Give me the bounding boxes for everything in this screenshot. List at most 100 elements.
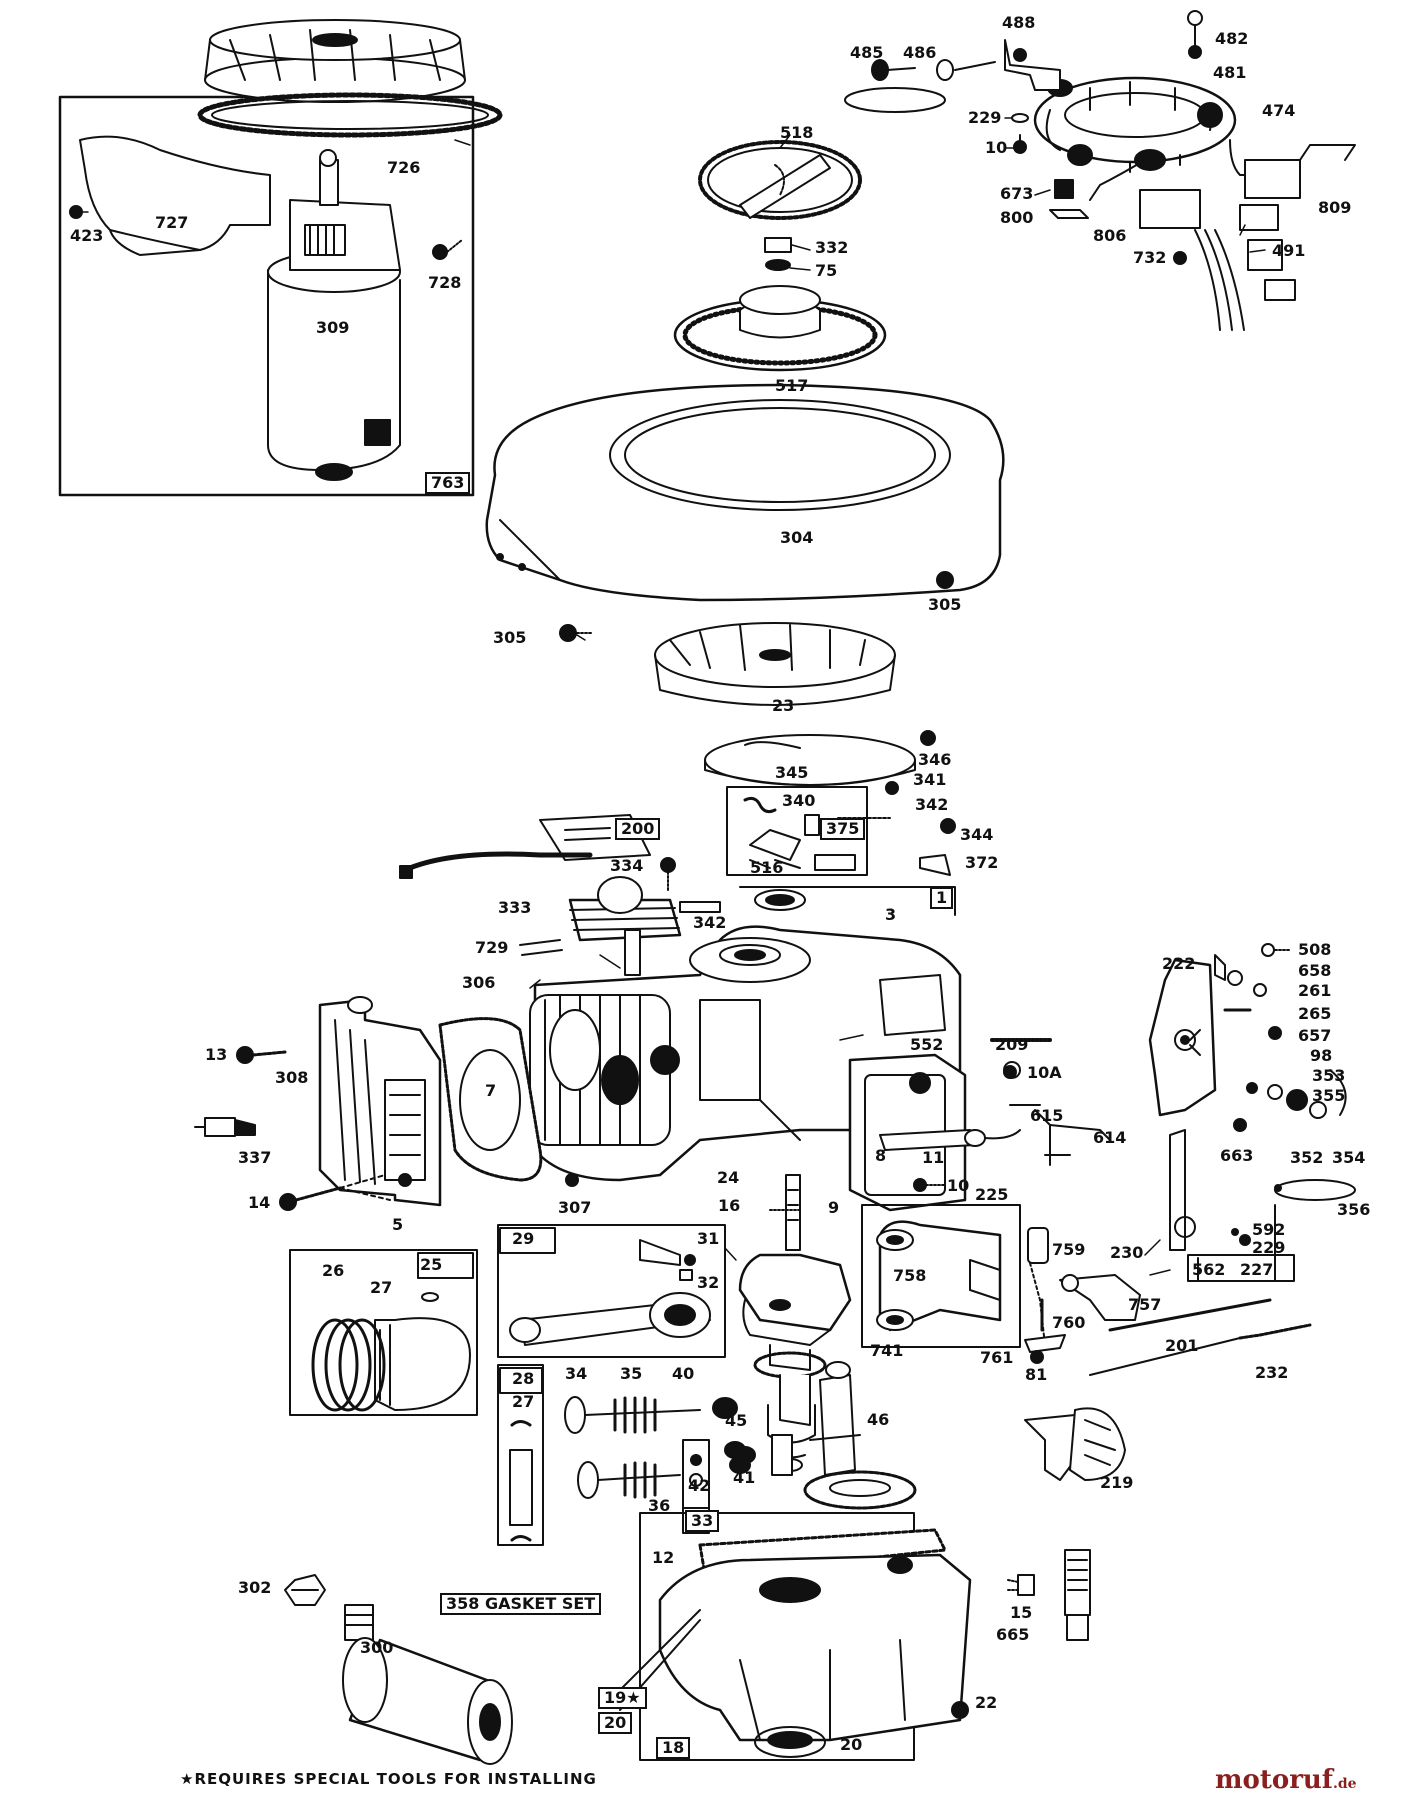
callout-28: 28 (512, 1369, 535, 1388)
callout-372: 372 (965, 853, 999, 872)
callout-11: 11 (922, 1148, 945, 1167)
flywheel-part (204, 19, 466, 103)
callout-13: 13 (205, 1045, 228, 1064)
callout-18: 18 (656, 1737, 691, 1759)
callout-45: 45 (725, 1411, 748, 1430)
callout-615: 615 (1030, 1106, 1064, 1125)
watermark-suffix: .de (1333, 1776, 1357, 1792)
starter-motor-part (267, 149, 463, 481)
callout-614: 614 (1093, 1128, 1127, 1147)
callout-230: 230 (1110, 1243, 1144, 1262)
callout-728: 728 (428, 273, 462, 292)
callout-562: 562 (1192, 1260, 1226, 1279)
callout-3: 3 (885, 905, 897, 924)
callout-517: 517 (775, 376, 809, 395)
callout-657: 657 (1298, 1026, 1332, 1045)
sump-cover-758 (861, 1204, 1021, 1348)
callout-300: 300 (360, 1638, 394, 1657)
callout-232: 232 (1255, 1363, 1289, 1382)
callout-219: 219 (1100, 1473, 1134, 1492)
callout-354: 354 (1332, 1148, 1366, 1167)
rewind-starter-part (673, 140, 887, 372)
flywheel-fan-part (654, 622, 936, 786)
callout-32: 32 (697, 1273, 720, 1292)
callout-225: 225 (975, 1185, 1009, 1204)
callout-358-gasket-set: 358 GASKET SET (440, 1593, 602, 1615)
callout-20-box: 20 (598, 1712, 633, 1734)
callout-759: 759 (1052, 1240, 1086, 1259)
breaker-points-part (726, 781, 956, 876)
callout-10-mid: 10 (947, 1176, 970, 1195)
callout-9: 9 (828, 1198, 840, 1217)
callout-41: 41 (733, 1468, 756, 1487)
callout-5: 5 (392, 1215, 404, 1234)
callout-352: 352 (1290, 1148, 1324, 1167)
callout-31: 31 (697, 1229, 720, 1248)
callout-222: 222 (1162, 954, 1196, 973)
callout-356: 356 (1337, 1200, 1371, 1219)
crankshaft-part (738, 1174, 852, 1472)
callout-663: 663 (1220, 1146, 1254, 1165)
governor-link-part (1024, 1407, 1126, 1481)
watermark-logo: motoruf.de (1215, 1765, 1357, 1795)
callout-508: 508 (1298, 940, 1332, 959)
callout-516: 516 (750, 858, 784, 877)
callout-7: 7 (485, 1081, 497, 1100)
callout-12: 12 (652, 1548, 675, 1567)
governor-part (1024, 1227, 1312, 1376)
callout-344: 344 (960, 825, 994, 844)
callout-341: 341 (913, 770, 947, 789)
callout-26: 26 (322, 1261, 345, 1280)
callout-46: 46 (867, 1410, 890, 1429)
callout-342-left: 342 (693, 913, 727, 932)
callout-35: 35 (620, 1364, 643, 1383)
callout-22: 22 (975, 1693, 998, 1712)
callout-333: 333 (498, 898, 532, 917)
callout-592: 592 (1252, 1220, 1286, 1239)
callout-486: 486 (903, 43, 937, 62)
callout-201: 201 (1165, 1336, 1199, 1355)
callout-229-right: 229 (1252, 1238, 1286, 1257)
callout-42: 42 (688, 1476, 711, 1495)
starter-group-763 (58, 19, 503, 497)
callout-309: 309 (316, 318, 350, 337)
alternator-group (844, 10, 1356, 331)
callout-27-piston: 27 (370, 1278, 393, 1297)
callout-34: 34 (565, 1364, 588, 1383)
callout-27-valve: 27 (512, 1392, 535, 1411)
leader-lines (75, 117, 1266, 1276)
callout-29: 29 (512, 1229, 535, 1248)
callout-741: 741 (870, 1341, 904, 1360)
callout-375: 375 (820, 818, 866, 840)
oil-base-group-18 (619, 1512, 1091, 1761)
callout-665: 665 (996, 1625, 1030, 1644)
callout-729: 729 (475, 938, 509, 957)
oil-filter-part (284, 1574, 513, 1765)
callout-306: 306 (462, 973, 496, 992)
callout-423: 423 (70, 226, 104, 245)
callout-16: 16 (718, 1196, 741, 1215)
callout-485: 485 (850, 43, 884, 62)
callout-20-bottom: 20 (840, 1735, 863, 1754)
callout-727: 727 (155, 213, 189, 232)
callout-800: 800 (1000, 208, 1034, 227)
callout-36: 36 (648, 1496, 671, 1515)
callout-10A: 10A (1027, 1063, 1062, 1082)
callout-15: 15 (1010, 1603, 1033, 1622)
callout-304: 304 (780, 528, 814, 547)
callout-23: 23 (772, 696, 795, 715)
callout-19-star: 19★ (598, 1687, 647, 1709)
callout-24: 24 (717, 1168, 740, 1187)
callout-40: 40 (672, 1364, 695, 1383)
callout-757: 757 (1128, 1295, 1162, 1314)
callout-355: 355 (1312, 1086, 1346, 1105)
callout-8: 8 (875, 1146, 887, 1165)
ignition-coil-part (399, 814, 721, 956)
ring-gear-part (197, 92, 503, 138)
footnote-special-tools: ★REQUIRES SPECIAL TOOLS FOR INSTALLING (180, 1770, 597, 1788)
callout-760: 760 (1052, 1313, 1086, 1332)
callout-337: 337 (238, 1148, 272, 1167)
piston-group-25 (289, 1249, 478, 1416)
callout-491: 491 (1272, 241, 1306, 260)
